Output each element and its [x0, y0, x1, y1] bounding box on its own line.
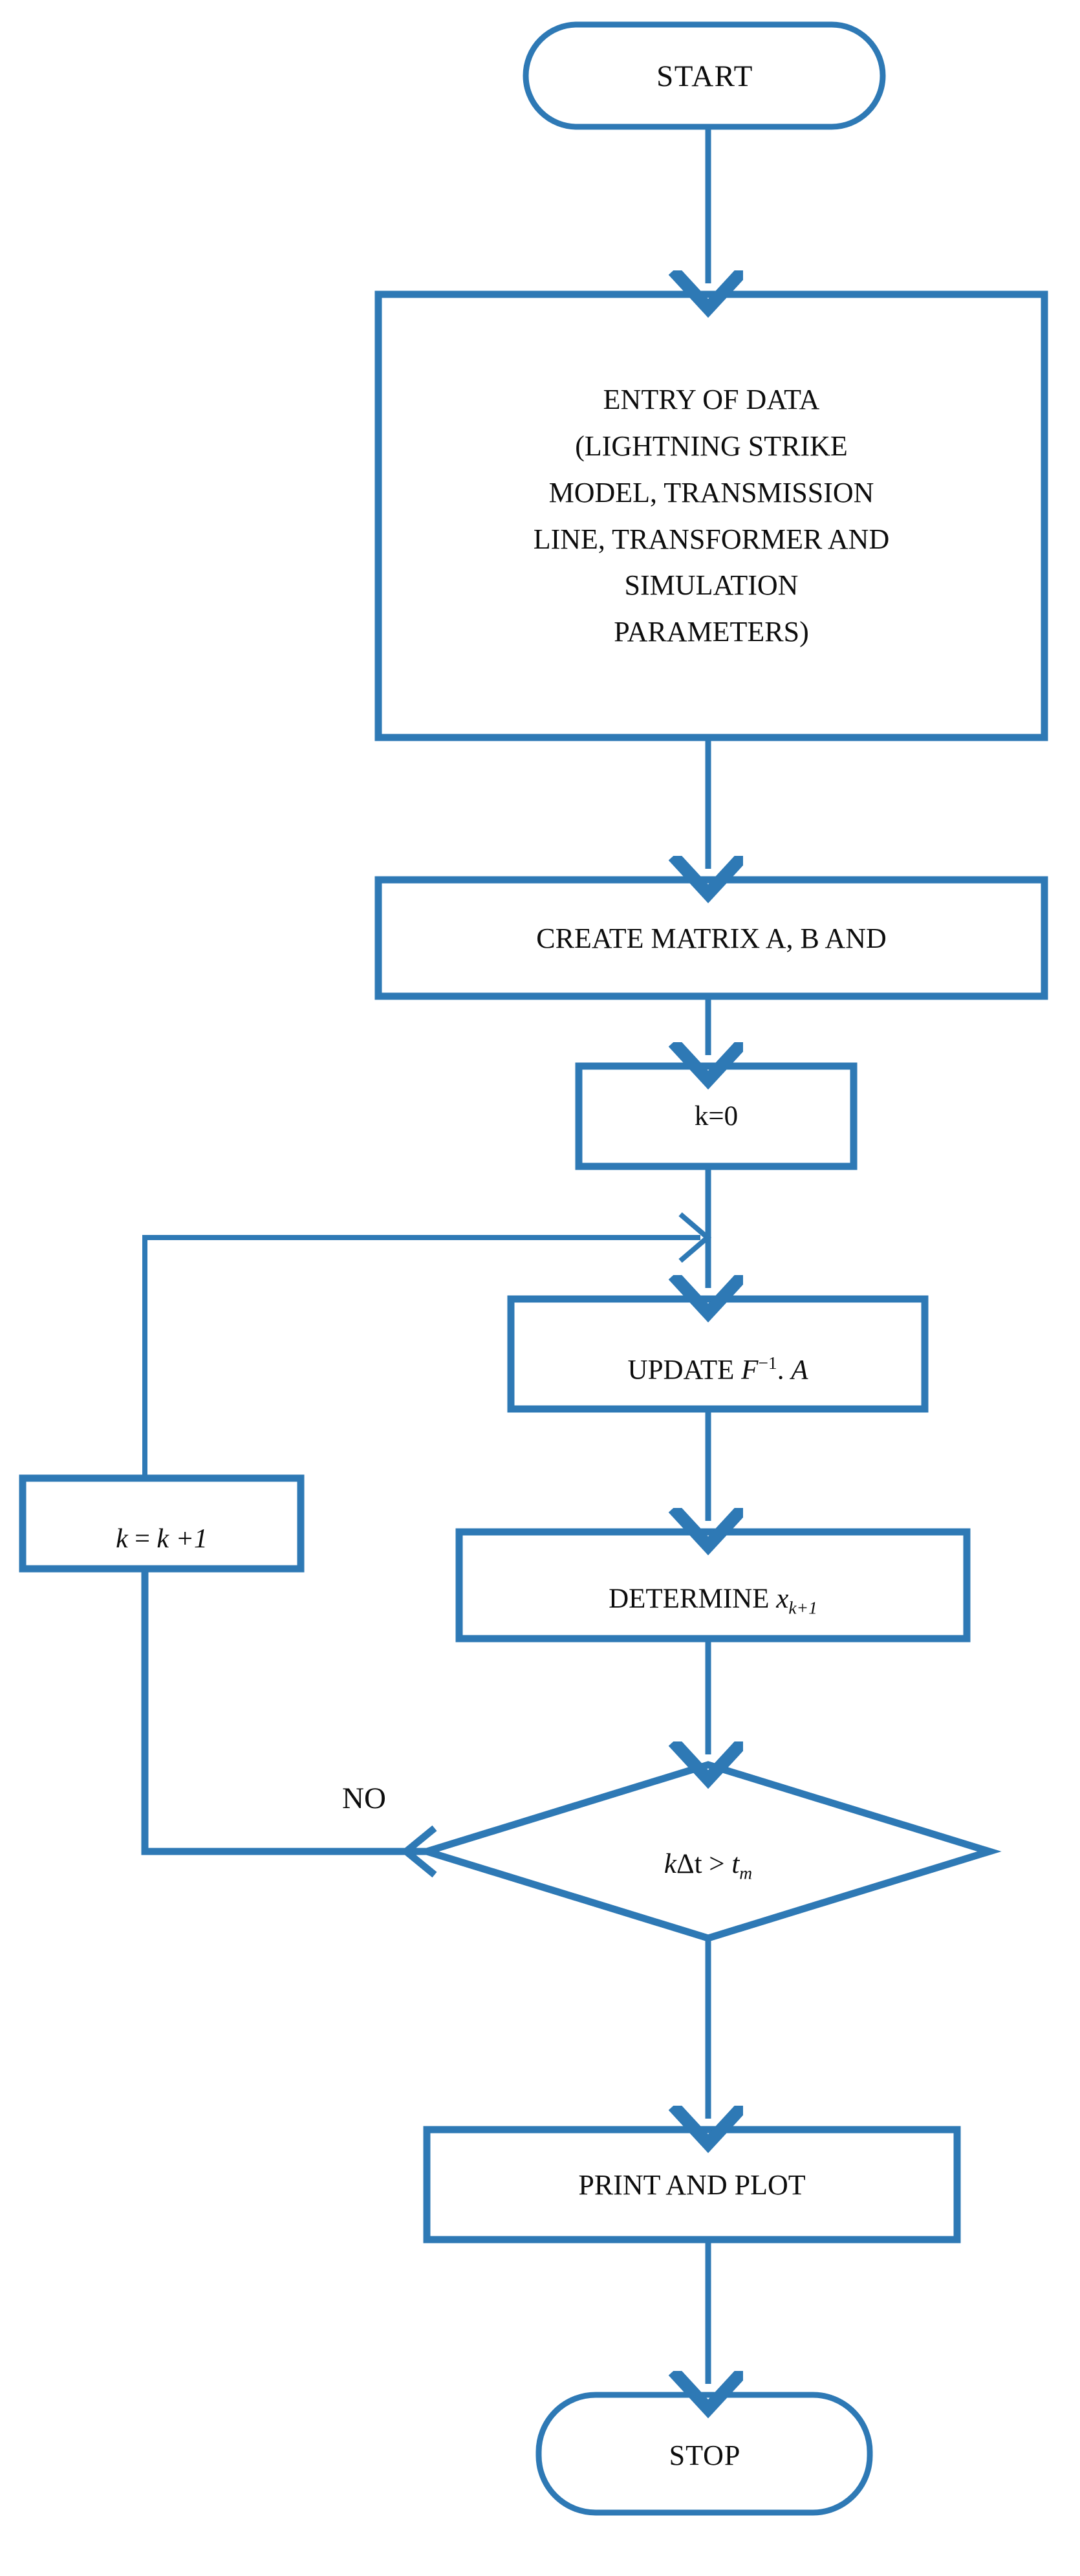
node-determine[interactable] — [455, 1528, 971, 1643]
node-start[interactable] — [523, 21, 886, 130]
edge-increment-to-update-loop — [142, 1235, 700, 1478]
node-decision[interactable] — [415, 1761, 1002, 1942]
edge-loop-arrowhead — [678, 1212, 712, 1263]
node-increment-k[interactable] — [19, 1474, 305, 1573]
node-stop[interactable] — [535, 2392, 873, 2516]
node-init-k[interactable] — [575, 1062, 858, 1170]
edge-decision-no-to-increment — [141, 1572, 427, 1855]
edge-no-arrowhead — [400, 1825, 437, 1878]
node-print-plot[interactable] — [423, 2126, 961, 2243]
node-create-matrix[interactable] — [374, 876, 1048, 1000]
node-update[interactable] — [507, 1295, 929, 1413]
node-entry-of-data[interactable] — [374, 290, 1048, 741]
